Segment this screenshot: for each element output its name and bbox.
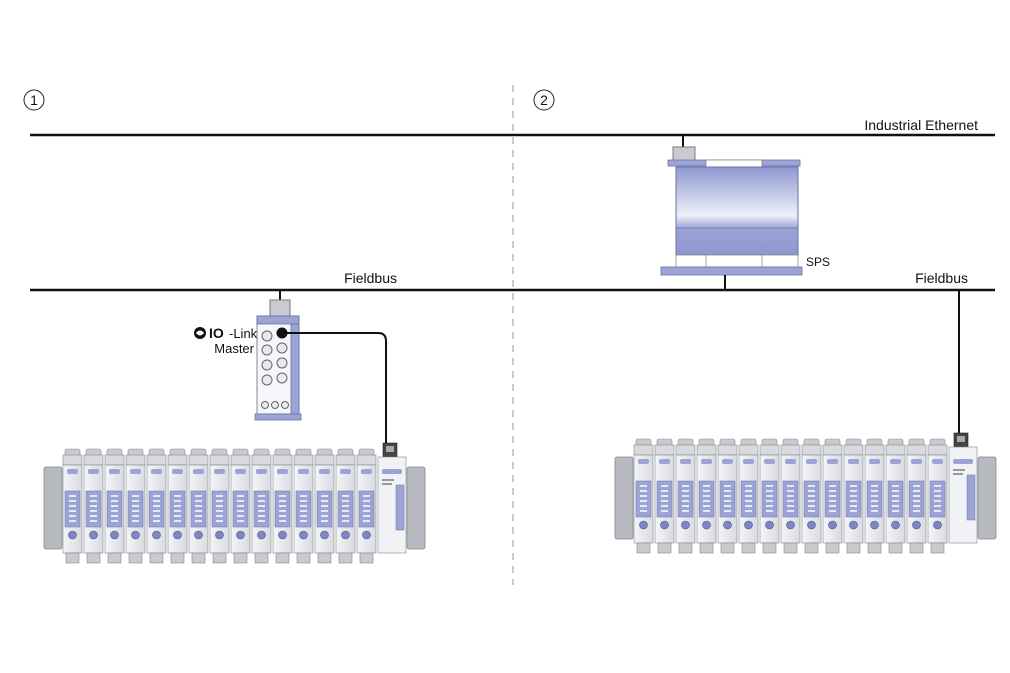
valve-module [251,448,272,564]
valve-module [104,448,125,564]
iolink-master-device [254,290,387,448]
valve-module [864,438,885,554]
fieldbus-right-label: Fieldbus [915,270,968,286]
valve-module [335,448,356,564]
section-2-marker: 2 [533,89,555,111]
valve-module [633,438,654,554]
sps-controller [660,135,803,290]
valve-module [675,438,696,554]
valve-terminal-left [43,442,426,564]
fieldbus-left-label: Fieldbus [344,270,397,286]
valve-module [230,448,251,564]
valve-module [146,448,167,564]
valve-module [654,438,675,554]
iolink-master-label-group: IO -Link Master [194,325,258,356]
industrial-ethernet-label: Industrial Ethernet [864,117,978,133]
valve-module [885,438,906,554]
section-1-marker: 1 [23,89,45,111]
valve-module [927,438,948,554]
valve-terminal-right [614,432,997,554]
valve-module [83,448,104,564]
fieldbus-head-module [948,432,978,544]
valve-module [906,438,927,554]
sps-label: SPS [806,255,830,269]
iolink-master-label: Master [214,341,254,356]
valve-module [843,438,864,554]
valve-module [738,438,759,554]
valve-module [167,448,188,564]
valve-module [314,448,335,564]
valve-module [801,438,822,554]
valve-module [293,448,314,564]
valve-module [272,448,293,564]
valve-module [822,438,843,554]
valve-module [125,448,146,564]
valve-module [188,448,209,564]
valve-module [62,448,83,564]
fieldbus-head-module [377,442,407,554]
iolink-label-suffix: -Link [229,326,258,341]
valve-module [356,448,377,564]
section-1-number: 1 [30,92,38,108]
iolink-logo-text: IO [209,325,224,341]
section-2-number: 2 [540,92,548,108]
valve-module [759,438,780,554]
valve-module [696,438,717,554]
valve-module [209,448,230,564]
valve-module [780,438,801,554]
valve-module [717,438,738,554]
